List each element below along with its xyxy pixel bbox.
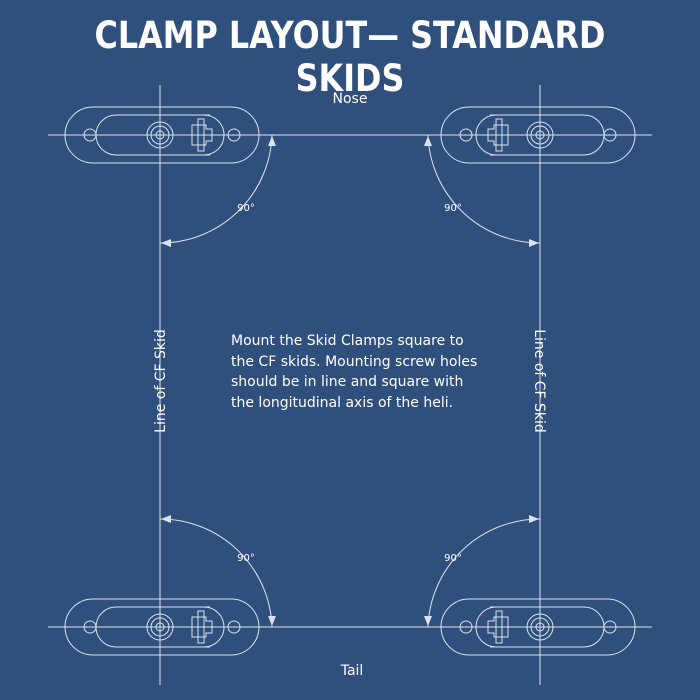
arrowhead <box>424 616 432 626</box>
angle-label-bottom-left: 90° <box>237 553 255 564</box>
arrowhead <box>268 616 276 626</box>
arrowhead <box>529 239 539 247</box>
arrowhead <box>424 136 432 146</box>
tail-label: Tail <box>340 663 364 679</box>
angle-arc-top-left <box>159 134 273 244</box>
skid-label-left: Line of CF Skid <box>153 329 169 433</box>
arrowhead <box>161 515 171 523</box>
skid-label-right: Line of CF Skid <box>531 329 547 433</box>
angle-arc-bottom-left <box>159 518 273 628</box>
arrowhead <box>268 136 276 146</box>
angle-arc-bottom-right <box>427 518 541 628</box>
angle-arc-top-right <box>427 134 541 244</box>
page-title: CLAMP LAYOUT— STANDARD SKIDS <box>94 14 606 100</box>
arrowhead <box>161 239 171 247</box>
nose-label: Nose <box>333 91 368 107</box>
angle-label-top-left: 90° <box>237 203 255 214</box>
angle-label-top-right: 90° <box>444 203 462 214</box>
mounting-instructions: Mount the Skid Clamps square to the CF s… <box>231 333 478 411</box>
arrowhead <box>529 515 539 523</box>
angle-label-bottom-right: 90° <box>444 553 462 564</box>
